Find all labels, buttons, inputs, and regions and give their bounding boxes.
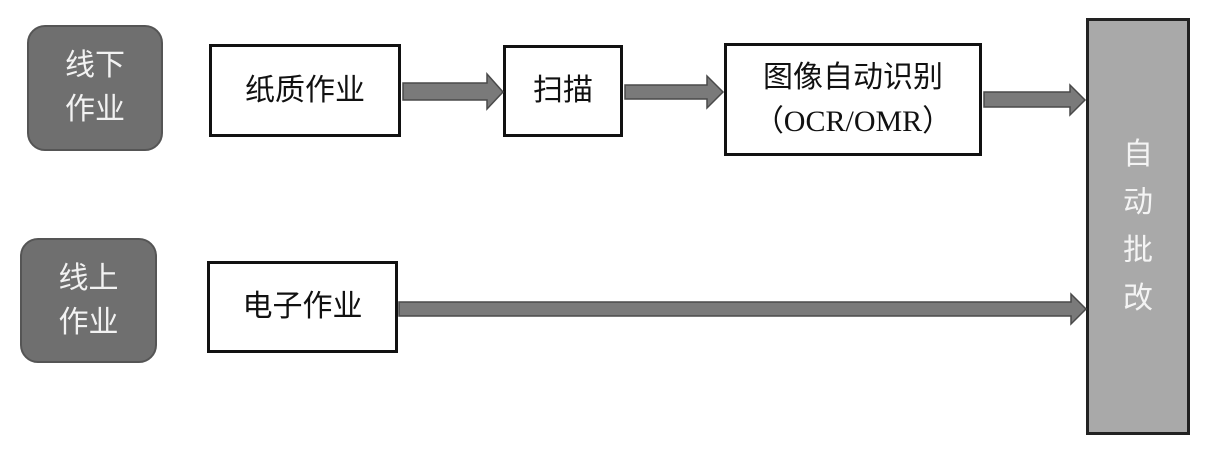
scan-label: 扫描 — [533, 73, 593, 108]
auto-grading-node: 自动批改 — [1086, 18, 1190, 435]
online-homework-node: 线上 作业 — [20, 238, 157, 363]
arrow-recognition-to-grading — [983, 83, 1087, 117]
arrow-paper-to-scan — [402, 72, 505, 111]
electronic-homework-box: 电子作业 — [207, 261, 398, 353]
auto-grading-label: 自动批改 — [1123, 136, 1153, 316]
offline-homework-node: 线下 作业 — [27, 25, 163, 151]
paper-homework-label: 纸质作业 — [245, 72, 365, 108]
image-recognition-box: 图像自动识别 （OCR/OMR） — [724, 43, 982, 156]
offline-label-line1: 线下 — [65, 48, 125, 83]
arrow-electronic-to-grading — [398, 292, 1088, 326]
recognition-label-line1: 图像自动识别 — [763, 59, 943, 95]
recognition-label-line2: （OCR/OMR） — [753, 104, 953, 138]
arrow-scan-to-recognition — [624, 74, 725, 110]
online-label-line2: 作业 — [58, 304, 119, 340]
online-label-line1: 线上 — [58, 260, 119, 296]
paper-homework-box: 纸质作业 — [209, 44, 401, 137]
offline-label-line2: 作业 — [65, 92, 125, 127]
electronic-homework-label: 电子作业 — [242, 289, 363, 324]
scan-box: 扫描 — [503, 45, 623, 137]
